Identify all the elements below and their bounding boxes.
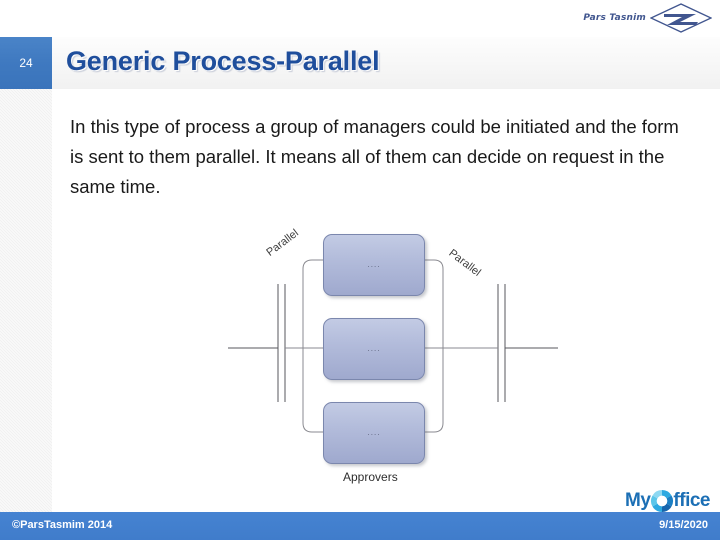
approvers-caption: Approvers (343, 470, 398, 484)
process-box-label: .... (367, 344, 381, 353)
brand-logo: Pars Tasnim (583, 3, 712, 33)
process-box[interactable]: .... (323, 318, 425, 380)
footer-date: 9/15/2020 (659, 519, 708, 531)
myoffice-logo: My ffice (625, 488, 710, 514)
process-box[interactable]: .... (323, 402, 425, 464)
myoffice-swirl-icon (651, 490, 674, 512)
pars-tasnim-diamond-logo-icon (650, 3, 712, 33)
myoffice-text-left: My (625, 490, 651, 511)
title-band (0, 37, 720, 89)
process-box-label: .... (367, 428, 381, 437)
top-band (0, 0, 720, 37)
myoffice-text-right: ffice (673, 490, 710, 511)
footer-copyright: ©ParsTasmim 2014 (12, 519, 113, 531)
footer-bar: ©ParsTasmim 2014 9/15/2020 (0, 512, 720, 540)
page-title: Generic Process-Parallel (66, 46, 380, 76)
process-box-label: .... (367, 260, 381, 269)
diagram-connectors (228, 259, 558, 433)
slide-number-badge: 24 (0, 37, 52, 89)
body-paragraph: In this type of process a group of manag… (70, 116, 679, 197)
brand-logo-text: Pars Tasnim (583, 13, 646, 23)
process-box[interactable]: .... (323, 234, 425, 296)
parallel-process-diagram: .... .... .... Parallel Parallel Approve… (228, 222, 558, 497)
